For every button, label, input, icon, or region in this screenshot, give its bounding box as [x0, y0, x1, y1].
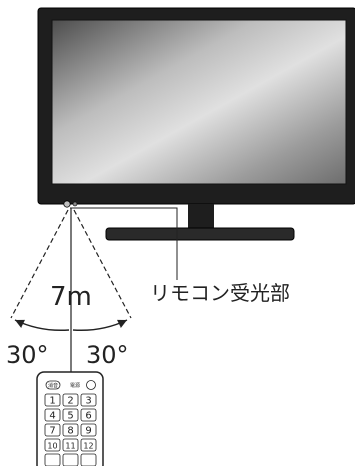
remote-key-extra	[80, 453, 97, 466]
remote-key-6	[80, 408, 97, 422]
remote-power-label: 電源	[70, 382, 80, 389]
angle-arc-left	[14, 319, 70, 332]
remote-sensor-icon	[63, 200, 71, 208]
remote-key-1	[44, 393, 61, 407]
remote-key-3	[80, 393, 97, 407]
remote-key-7	[44, 423, 61, 437]
remote-key-2	[62, 393, 79, 407]
remote-key-12	[80, 438, 97, 452]
remote-key-label: 1	[49, 396, 55, 407]
remote-key-label: 5	[67, 411, 73, 422]
distance-label: 7m	[50, 282, 92, 312]
television	[37, 7, 355, 241]
remote-key-8	[62, 423, 79, 437]
remote-key-extra	[44, 453, 61, 466]
remote-mute-label: 消音	[48, 382, 58, 389]
remote-key-9	[80, 423, 97, 437]
remote-key-label: 11	[65, 442, 75, 451]
remote-key-4	[44, 408, 61, 422]
remote-key-11	[62, 438, 79, 452]
sensor-leader-line	[70, 207, 178, 280]
power-icon	[86, 380, 96, 390]
remote-key-label: 8	[67, 426, 73, 437]
tv-stand-base	[105, 227, 295, 241]
remote-key-label: 7	[49, 426, 55, 437]
range-right-line	[73, 209, 132, 319]
sensor-label: リモコン受光部	[150, 281, 290, 305]
remote-key-10	[44, 438, 61, 452]
remote-key-label: 3	[85, 396, 91, 407]
remote-key-label: 4	[49, 411, 55, 422]
angle-label-left: 30°	[6, 341, 49, 369]
remote-key-5	[62, 408, 79, 422]
tv-screen	[51, 19, 347, 185]
tv-stand-neck	[188, 204, 214, 232]
power-led-icon	[72, 201, 78, 207]
remote-mute-button	[45, 380, 61, 390]
remote-key-label: 10	[47, 442, 57, 451]
remote-key-extra	[62, 453, 79, 466]
range-left-line	[10, 209, 69, 319]
remote-key-label: 6	[85, 411, 91, 422]
remote-key-label: 12	[83, 442, 93, 451]
remote-key-label: 2	[67, 396, 73, 407]
angle-label-right: 30°	[86, 341, 129, 369]
remote-key-label: 9	[85, 426, 91, 437]
angle-arc-right	[72, 319, 128, 332]
